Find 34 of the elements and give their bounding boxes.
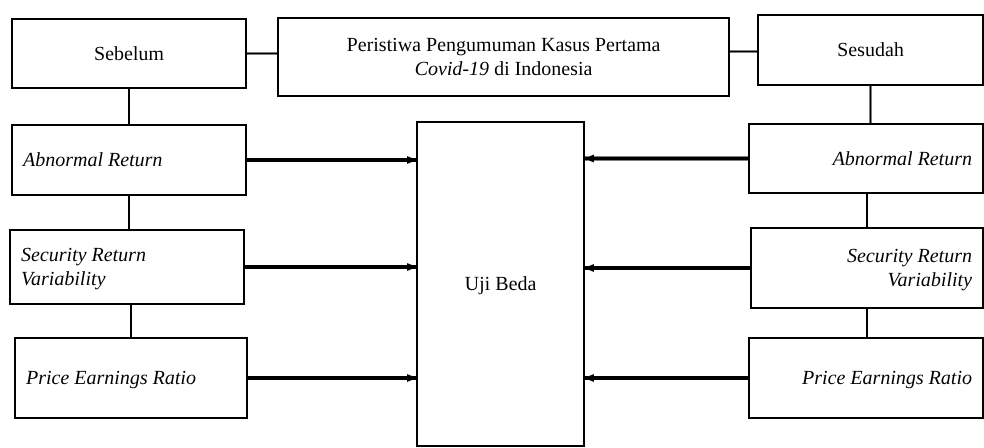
connector-line xyxy=(730,50,757,52)
variable-box xyxy=(748,123,984,194)
connector-line xyxy=(128,89,130,124)
connector-line xyxy=(870,86,872,123)
box-label: Uji Beda xyxy=(464,272,536,296)
variable-box xyxy=(14,337,248,419)
connector-line xyxy=(247,52,277,54)
arrow xyxy=(584,374,748,382)
arrow xyxy=(247,156,417,164)
box-label: Price Earnings Ratio xyxy=(802,366,972,390)
period-box xyxy=(11,18,247,89)
box-label: Price Earnings Ratio xyxy=(26,366,196,390)
arrow xyxy=(248,374,417,382)
connector-line xyxy=(128,196,130,229)
box-label: Abnormal Return xyxy=(23,148,162,172)
arrow xyxy=(584,154,748,162)
box-label: Sebelum xyxy=(94,42,164,66)
arrow xyxy=(245,263,417,271)
event-box xyxy=(277,17,730,97)
connector-line xyxy=(130,305,132,337)
variable-box xyxy=(9,229,245,305)
variable-box xyxy=(750,227,984,309)
box-label: Sesudah xyxy=(837,38,904,62)
arrow xyxy=(584,264,750,272)
period-box xyxy=(757,14,984,86)
box-label: Security Return Variability xyxy=(21,243,147,291)
box-label: Peristiwa Pengumuman Kasus Pertama Covid-19 di Indonesia xyxy=(346,33,662,81)
test-box xyxy=(416,121,585,447)
variable-box xyxy=(11,124,247,196)
variable-box xyxy=(748,337,984,419)
box-label: Abnormal Return xyxy=(832,146,972,170)
connector-line xyxy=(866,309,868,337)
connector-line xyxy=(866,194,868,227)
box-label: Security Return Variability xyxy=(846,244,972,292)
